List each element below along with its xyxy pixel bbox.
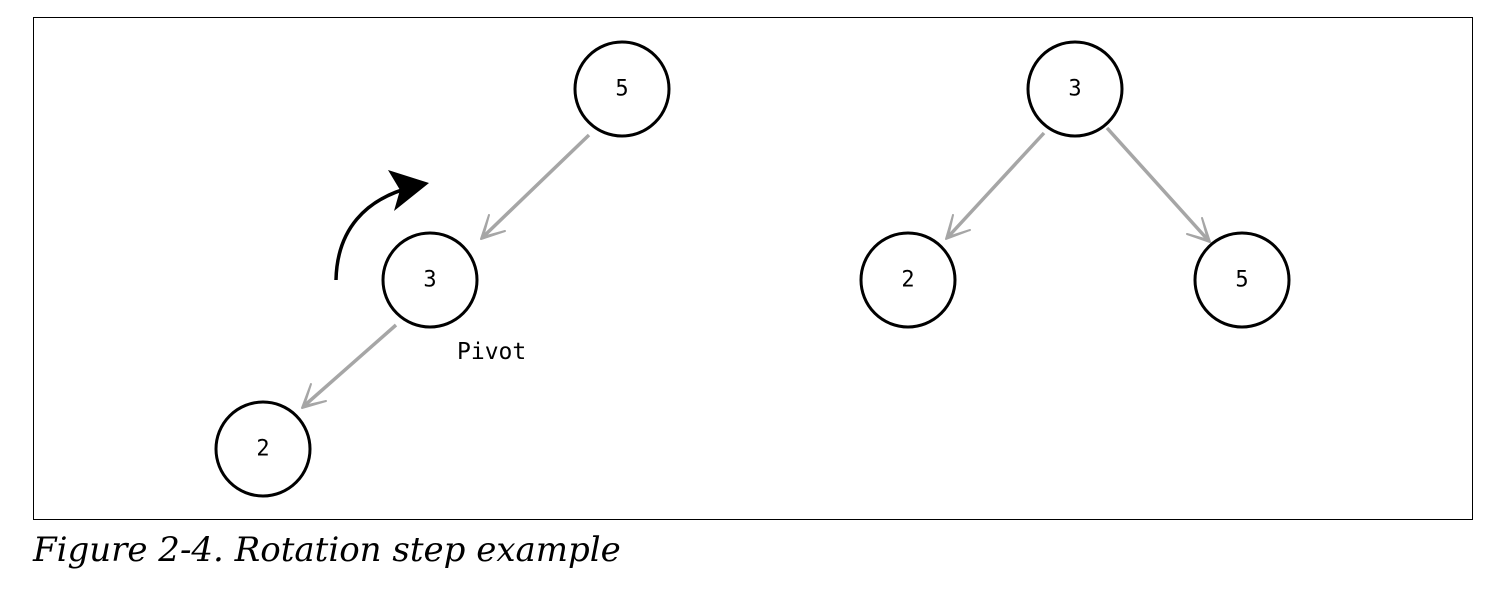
figure-frame: 5 3 Pivot 2 3 2 5 (33, 17, 1473, 520)
tree-node-after-5: 5 (1193, 231, 1291, 329)
rotation-diagram: 5 3 Pivot 2 3 2 5 (214, 40, 1291, 498)
svg-text:3: 3 (1068, 77, 1081, 102)
svg-text:2: 2 (256, 437, 269, 462)
edge-before-3-to-2 (301, 323, 398, 409)
tree-node-after-3: 3 (1026, 40, 1124, 138)
tree-node-before-3-pivot: 3 (381, 231, 479, 329)
edge-after-3-to-2 (945, 131, 1046, 240)
edge-before-5-to-3 (480, 133, 591, 240)
svg-text:5: 5 (615, 77, 628, 102)
tree-node-after-2: 2 (859, 231, 957, 329)
pivot-label: Pivot (457, 339, 526, 365)
svg-text:3: 3 (423, 268, 436, 293)
edge-after-3-to-5 (1105, 126, 1211, 243)
figure-caption: Figure 2-4. Rotation step example (33, 530, 621, 570)
svg-text:5: 5 (1235, 268, 1248, 293)
tree-node-before-5: 5 (573, 40, 671, 138)
tree-node-before-2: 2 (214, 400, 312, 498)
rotation-arrow (334, 170, 429, 281)
svg-text:2: 2 (901, 268, 914, 293)
